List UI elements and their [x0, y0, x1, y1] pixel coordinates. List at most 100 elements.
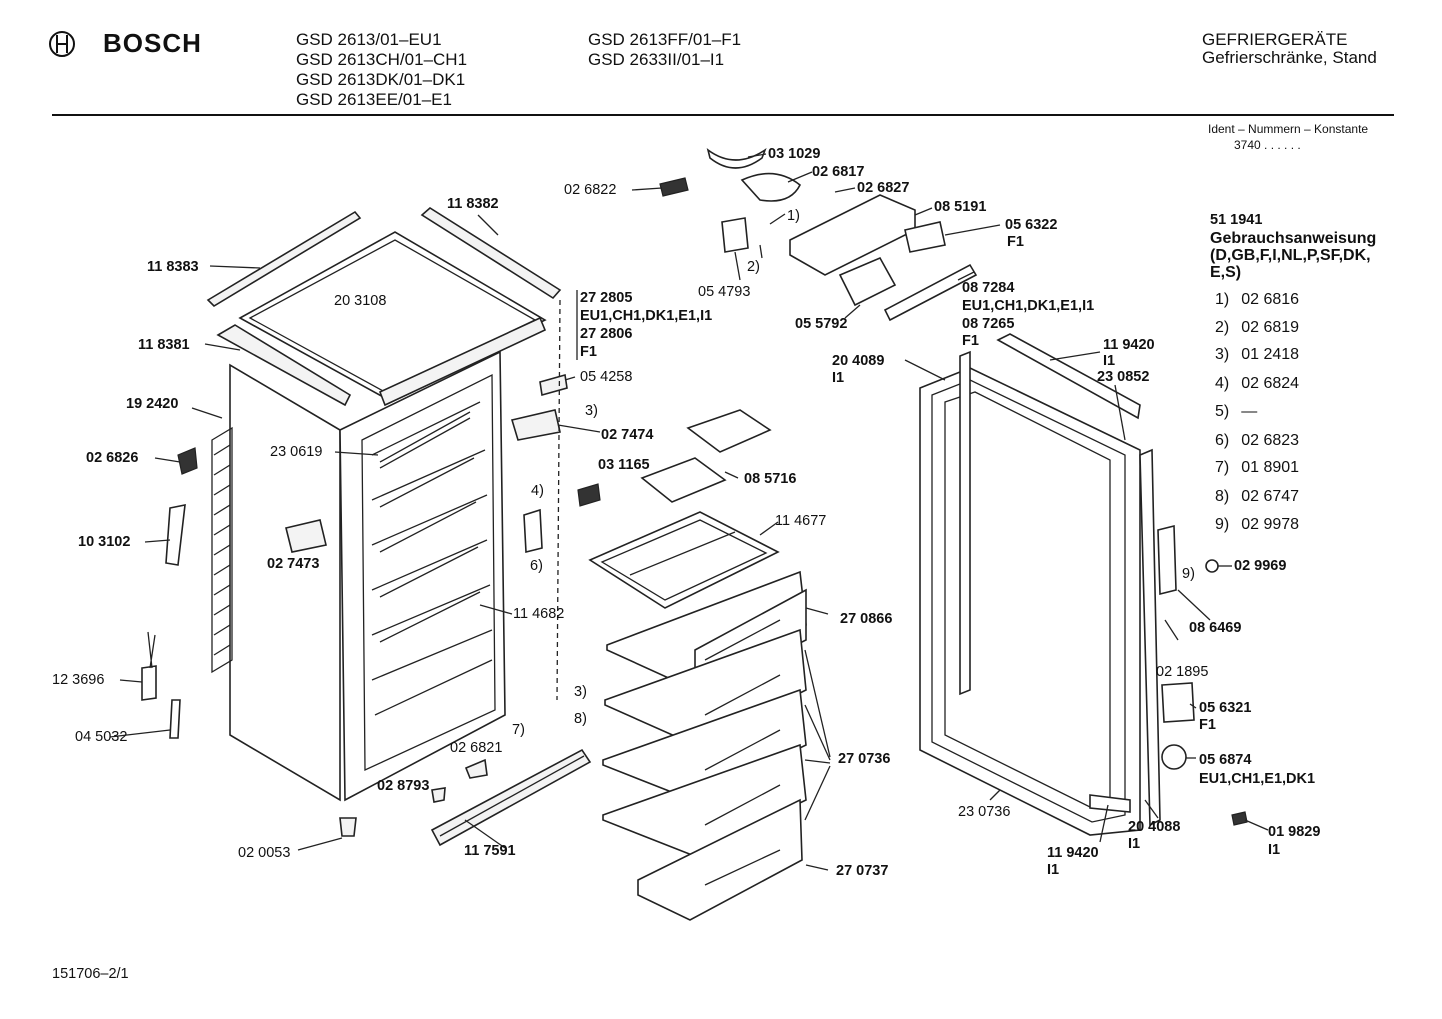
label-019829: 01 9829	[1268, 824, 1321, 840]
label-272806: 27 2806	[580, 326, 633, 342]
part-028793	[431, 787, 446, 803]
front-strip-118381	[216, 316, 547, 407]
label-026817: 02 6817	[812, 164, 865, 180]
label-key-3a: 3)	[585, 403, 598, 419]
document-number: 151706–2/1	[52, 966, 129, 982]
panel-087284	[883, 263, 978, 322]
category-title: GEFRIERGERÄTE	[1202, 30, 1348, 49]
bosch-logo-icon	[48, 30, 76, 58]
label-056874: 05 6874	[1199, 752, 1252, 768]
label-021895: 02 1895	[1156, 664, 1209, 680]
sensor-123696	[141, 665, 157, 701]
rail-118382	[420, 207, 562, 300]
part-056322	[904, 221, 946, 253]
label-192420: 19 2420	[126, 396, 179, 412]
ice-pack-085716	[686, 409, 772, 453]
model-list-2: GSD 2613FF/01–F1 GSD 2633II/01–I1	[588, 30, 741, 70]
label-118381: 11 8381	[138, 337, 190, 353]
label-119420b-variant: I1	[1047, 862, 1060, 878]
label-118383: 11 8383	[147, 259, 199, 275]
screw-019829	[1231, 811, 1248, 826]
label-key-4: 4)	[531, 483, 544, 499]
label-027473: 02 7473	[267, 556, 320, 572]
label-123696: 12 3696	[52, 672, 105, 688]
label-203108: 20 3108	[334, 293, 387, 309]
part-026822	[659, 177, 689, 197]
label-119420b: 11 9420	[1047, 845, 1099, 861]
label-031165: 03 1165	[598, 457, 650, 473]
label-230619: 23 0619	[270, 444, 323, 460]
model-item: GSD 2613FF/01–F1	[588, 30, 742, 49]
manual-languages: (D,GB,F,I,NL,P,SF,DK,	[1210, 247, 1371, 264]
label-026826: 02 6826	[86, 450, 139, 466]
door-assembly	[919, 333, 1161, 836]
label-272805: 27 2805	[580, 290, 633, 306]
part-031165	[577, 483, 601, 507]
label-055792: 05 5792	[795, 316, 848, 332]
label-key-3b: 3)	[574, 684, 587, 700]
ident-label: Ident – Nummern – Konstante	[1208, 122, 1369, 136]
label-114677: 11 4677	[775, 513, 827, 529]
label-119420a-variant: I1	[1103, 353, 1116, 369]
part-055792	[838, 256, 897, 307]
label-230852: 23 0852	[1097, 369, 1150, 385]
knob-056874	[1161, 744, 1187, 770]
label-key-8: 8)	[574, 711, 587, 727]
model-item: GSD 2613EE/01–E1	[296, 90, 452, 109]
legend-row: 5)—	[1215, 403, 1258, 420]
label-086469: 08 6469	[1189, 620, 1242, 636]
foot-020053	[339, 817, 357, 837]
label-026827: 02 6827	[857, 180, 910, 196]
label-054793: 05 4793	[698, 284, 751, 300]
grille-117591	[430, 748, 592, 847]
part-054258	[539, 373, 568, 397]
manual-number: 51 1941	[1210, 212, 1263, 228]
legend-row: 2)02 6819	[1215, 319, 1300, 336]
ident-value: 3740 . . . . . .	[1234, 138, 1301, 152]
hinge-086469	[1157, 524, 1177, 596]
legend-row: 8)02 6747	[1215, 488, 1300, 505]
label-117591: 11 7591	[464, 843, 516, 859]
legend-row: 6)02 6823	[1215, 432, 1300, 449]
handle-027473	[285, 519, 327, 553]
label-103102: 10 3102	[78, 534, 131, 550]
label-087284: 08 7284	[962, 280, 1015, 296]
label-272805-variant: EU1,CH1,DK1,E1,I1	[580, 308, 713, 324]
label-204088: 20 4088	[1128, 819, 1181, 835]
label-114682: 11 4682	[513, 606, 565, 622]
label-019829-variant: I1	[1268, 842, 1281, 858]
label-230736: 23 0736	[958, 804, 1011, 820]
legend-row: 9)02 9978	[1215, 516, 1300, 533]
label-085716: 08 5716	[744, 471, 797, 487]
label-026821: 02 6821	[450, 740, 503, 756]
legend-row: 4)02 6824	[1215, 375, 1300, 392]
label-204089-variant: I1	[832, 370, 845, 386]
rail-118383	[206, 210, 362, 308]
label-056874-variant: EU1,CH1,E1,DK1	[1199, 771, 1316, 787]
header-rule	[52, 114, 1394, 116]
pin-045032	[169, 699, 181, 739]
manual-languages: E,S)	[1210, 264, 1242, 281]
legend-row: 1)02 6816	[1215, 291, 1300, 308]
label-119420a: 11 9420	[1103, 337, 1155, 353]
label-026822: 02 6822	[564, 182, 617, 198]
leader-lines	[109, 153, 1269, 871]
label-031029: 03 1029	[768, 146, 821, 162]
label-key-1: 1)	[787, 208, 800, 224]
part-026821	[464, 758, 488, 779]
condenser-192420	[211, 426, 233, 674]
label-087284-variant: EU1,CH1,DK1,E1,I1	[962, 298, 1095, 314]
part-031029	[706, 147, 767, 169]
label-056322: 05 6322	[1005, 217, 1058, 233]
label-270737: 27 0737	[836, 863, 889, 879]
label-056322-variant: F1	[1007, 234, 1024, 250]
label-118382: 11 8382	[447, 196, 499, 212]
label-270736: 27 0736	[838, 751, 891, 767]
drawer-stack	[602, 570, 807, 921]
model-item: GSD 2613/01–EU1	[296, 30, 442, 49]
clip-026826	[177, 447, 198, 475]
label-056321-variant: F1	[1199, 717, 1216, 733]
label-020053: 02 0053	[238, 845, 291, 861]
label-054258: 05 4258	[580, 369, 633, 385]
cap-029969	[1205, 559, 1219, 573]
